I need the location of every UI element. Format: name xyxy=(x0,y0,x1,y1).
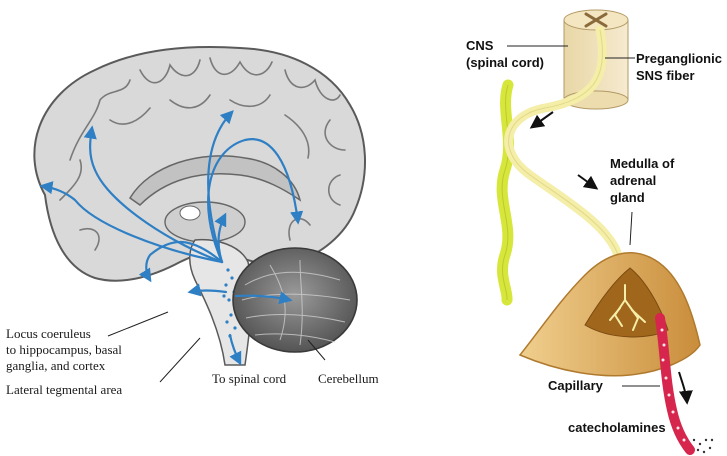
label-catecholamines: catecholamines xyxy=(568,420,666,435)
label-locus-coeruleus-1: Locus coeruleus xyxy=(6,326,91,341)
label-spinal-cord: (spinal cord) xyxy=(466,55,544,70)
sympathetic-chain xyxy=(502,85,508,300)
label-medulla-of: Medulla of xyxy=(610,156,675,171)
label-preganglionic: Preganglionic xyxy=(636,51,722,66)
label-capillary: Capillary xyxy=(548,378,604,393)
brain-diagram: Locus coeruleus to hippocampus, basal ga… xyxy=(6,47,379,397)
adrenal-diagram: CNS (spinal cord) Preganglionic SNS fibe… xyxy=(466,10,722,453)
thalamus xyxy=(165,202,245,242)
spinal-cord-segment xyxy=(564,10,628,109)
arrow-capillary-flow xyxy=(679,372,687,402)
arrow-down-right xyxy=(578,175,596,188)
label-cns: CNS xyxy=(466,38,494,53)
label-locus-coeruleus-2: to hippocampus, basal xyxy=(6,342,122,357)
label-to-spinal-cord: To spinal cord xyxy=(212,371,287,386)
label-cerebellum: Cerebellum xyxy=(318,371,379,386)
label-adrenal: adrenal xyxy=(610,173,656,188)
label-sns-fiber: SNS fiber xyxy=(636,68,695,83)
label-gland: gland xyxy=(610,190,645,205)
label-locus-coeruleus-3: ganglia, and cortex xyxy=(6,358,106,373)
cerebellum xyxy=(233,248,357,352)
catecholamine-dots xyxy=(693,439,713,453)
label-lateral-tegmental-area: Lateral tegmental area xyxy=(6,382,122,397)
